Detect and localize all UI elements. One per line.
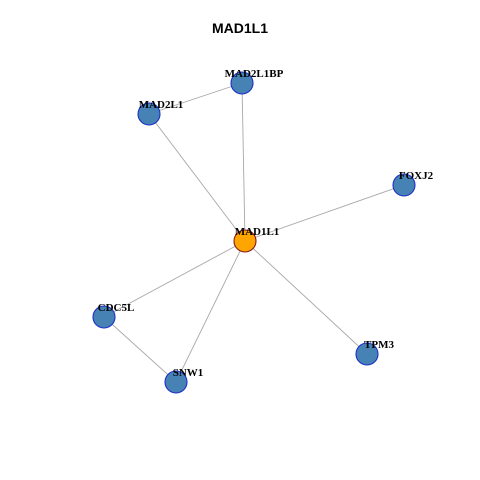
- edge-mad2l1-mad1l1: [148, 113, 246, 242]
- node-cdc5l[interactable]: [92, 305, 116, 329]
- edge-foxj2-mad1l1: [244, 184, 405, 242]
- edge-layer: [103, 82, 405, 383]
- node-snw1[interactable]: [164, 370, 188, 394]
- node-label-mad1l1: MAD1L1: [235, 226, 280, 238]
- node-label-snw1: SNW1: [173, 367, 204, 379]
- edge-cdc5l-snw1: [103, 316, 177, 383]
- node-mad1l1[interactable]: [233, 229, 257, 253]
- node-layer: [92, 71, 416, 394]
- node-foxj2[interactable]: [392, 173, 416, 197]
- node-label-mad2l1: MAD2L1: [139, 99, 184, 111]
- node-label-mad2l1bp: MAD2L1BP: [225, 68, 284, 80]
- diagram-title: MAD1L1: [211, 20, 268, 36]
- node-tpm3[interactable]: [355, 342, 379, 366]
- edge-mad2l1bp-mad1l1: [241, 82, 246, 242]
- edge-tpm3-mad1l1: [244, 240, 368, 355]
- node-label-cdc5l: CDC5L: [98, 302, 135, 314]
- edge-mad2l1bp-mad2l1: [148, 82, 243, 115]
- node-label-foxj2: FOXJ2: [399, 170, 434, 182]
- edge-snw1-mad1l1: [175, 240, 246, 383]
- node-label-tpm3: TPM3: [364, 339, 394, 351]
- node-mad2l1bp[interactable]: [230, 71, 254, 95]
- node-mad2l1[interactable]: [137, 102, 161, 126]
- edge-cdc5l-mad1l1: [103, 240, 246, 318]
